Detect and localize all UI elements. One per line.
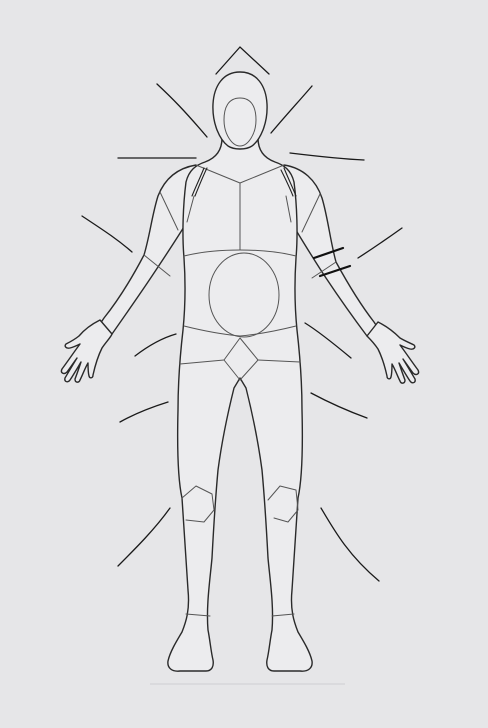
face-outline [223, 97, 257, 147]
right-shoulder-hatching [280, 167, 297, 197]
right-knee [267, 485, 299, 523]
right-elbow-line [311, 261, 337, 279]
left-hand [60, 319, 113, 383]
left-shoulder-hatching [191, 167, 208, 197]
right-groin-line [257, 359, 301, 363]
ray-right-thigh [310, 392, 368, 419]
ray-right-hip-upper [304, 322, 352, 359]
ray-right-shin [320, 507, 380, 582]
left-knee [181, 485, 215, 523]
right-shoulder-line [301, 193, 321, 233]
right-arm [283, 164, 379, 337]
left-arm [99, 164, 197, 335]
ray-left-thigh [119, 401, 169, 423]
armband-lower [318, 264, 352, 278]
right-hand [366, 321, 420, 384]
head [212, 71, 268, 150]
ray-left-shin [117, 507, 171, 567]
ray-right-arm [357, 227, 403, 259]
radiating-lines [81, 46, 403, 582]
left-ankle-line [185, 613, 211, 617]
ray-upper-left [156, 83, 208, 138]
ray-right-horizontal [289, 152, 365, 161]
abdomen-oval [208, 252, 280, 338]
ray-left-hip-upper [134, 333, 177, 357]
groin-diamond [223, 337, 259, 381]
hip-line [183, 325, 297, 337]
armband-upper [312, 246, 345, 260]
body-outline [60, 71, 420, 672]
left-shoulder-line [159, 191, 179, 231]
ray-upper-right [270, 85, 313, 134]
left-pec-line [186, 195, 195, 223]
left-groin-line [179, 359, 225, 365]
emphasis-marks [191, 167, 352, 278]
body-segments [143, 97, 337, 617]
torso-and-legs [167, 137, 313, 672]
waist-line [183, 249, 297, 257]
right-ankle-line [271, 613, 295, 617]
right-pec-line [285, 195, 292, 223]
ray-top-chevron [215, 46, 270, 75]
left-elbow-line [143, 254, 171, 277]
ray-left-arm [81, 215, 133, 253]
